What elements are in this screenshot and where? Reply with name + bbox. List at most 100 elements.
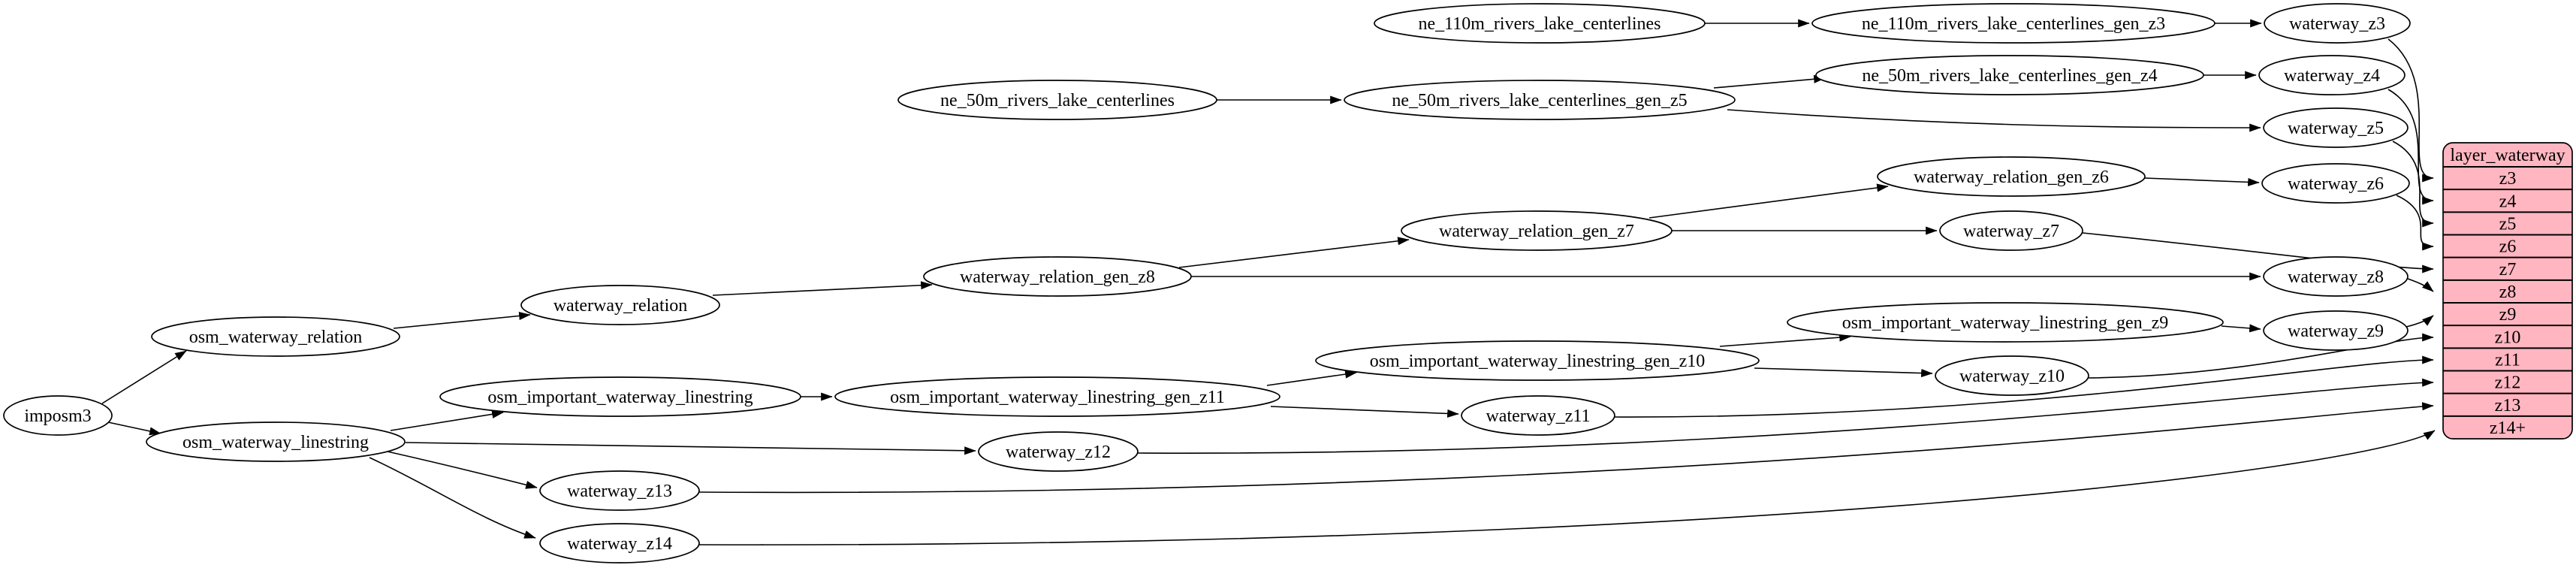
table-row-z3: z3 (2499, 169, 2517, 189)
table-layer-waterway: layer_waterwayz3z4z5z6z7z8z9z10z11z12z13… (2442, 142, 2573, 440)
node-osm_important_waterway_linestring-ellipse (439, 376, 801, 417)
node-waterway_relation_gen_z7-label: waterway_relation_gen_z7 (1439, 222, 1634, 241)
edge-waterway_z4-to-layer_waterway-z4 (2387, 89, 2434, 205)
node-ne_50m_rivers_lake_centerlines_gen_z4: ne_50m_rivers_lake_centerlines_gen_z4 (1815, 55, 2204, 95)
node-waterway_z8: waterway_z8 (2263, 256, 2409, 297)
edge-osm_important_waterway_linestring_gen_z11-to-waterway_z11 (1270, 406, 1459, 418)
node-waterway_z9-label: waterway_z9 (2288, 322, 2384, 341)
node-osm_important_waterway_linestring_gen_z10-label: osm_important_waterway_linestring_gen_z1… (1370, 352, 1706, 371)
table-row-z11: z11 (2495, 350, 2520, 370)
edge-waterway_z6-to-layer_waterway-z6 (2396, 195, 2434, 251)
edge-osm_waterway_linestring-to-waterway_z14 (369, 457, 536, 539)
edge-waterway_z12-to-layer_waterway-z12 (1137, 378, 2434, 454)
node-waterway_z13: waterway_z13 (539, 470, 700, 511)
node-waterway_relation_gen_z7-ellipse (1401, 210, 1673, 251)
node-ne_110m_rivers_lake_centerlines-ellipse (1374, 3, 1706, 44)
node-osm_waterway_relation-ellipse (151, 316, 400, 357)
node-waterway_z4-ellipse (2258, 55, 2406, 95)
edge-waterway_relation_gen_z8-to-waterway_relation_gen_z7 (1178, 237, 1410, 268)
node-waterway_relation_gen_z6: waterway_relation_gen_z6 (1877, 156, 2146, 197)
edge-waterway_z8-to-layer_waterway-z8 (2407, 278, 2434, 292)
node-ne_50m_rivers_lake_centerlines_gen_z5-ellipse (1344, 80, 1736, 120)
node-ne_50m_rivers_lake_centerlines_gen_z4-ellipse (1815, 55, 2204, 95)
table-row-z12: z12 (2495, 373, 2521, 393)
edge-imposm3-to-osm_waterway_relation (101, 350, 187, 404)
edge-waterway_z3-to-layer_waterway-z3 (2387, 38, 2434, 183)
node-waterway_z14-label: waterway_z14 (567, 534, 672, 554)
edge-waterway_relation_gen_z6-to-waterway_z6 (2144, 177, 2260, 186)
table-row-z4: z4 (2499, 192, 2517, 211)
edge-waterway_z11-to-layer_waterway-z11 (1614, 355, 2434, 418)
edges-layer (101, 19, 2436, 545)
node-waterway_relation_gen_z8: waterway_relation_gen_z8 (923, 256, 1192, 297)
node-waterway_z7-label: waterway_z7 (1963, 222, 2059, 241)
node-waterway_z3-label: waterway_z3 (2289, 14, 2385, 34)
node-osm_waterway_linestring-ellipse (146, 421, 406, 462)
node-ne_110m_rivers_lake_centerlines_gen_z3-label: ne_110m_rivers_lake_centerlines_gen_z3 (1862, 14, 2165, 34)
node-waterway_relation-label: waterway_relation (554, 296, 688, 316)
node-osm_important_waterway_linestring_gen_z10-ellipse (1315, 340, 1760, 381)
table-row-z14+: z14+ (2490, 418, 2526, 438)
node-osm_important_waterway_linestring_gen_z11-label: osm_important_waterway_linestring_gen_z1… (890, 388, 1225, 407)
node-ne_50m_rivers_lake_centerlines_gen_z5-label: ne_50m_rivers_lake_centerlines_gen_z5 (1392, 91, 1687, 110)
node-ne_110m_rivers_lake_centerlines: ne_110m_rivers_lake_centerlines (1374, 3, 1706, 44)
node-waterway_relation_gen_z6-label: waterway_relation_gen_z6 (1914, 168, 2109, 187)
edge-osm_important_waterway_linestring_gen_z11-to-osm_important_waterway_linestring_gen_z10 (1266, 370, 1357, 386)
node-osm_important_waterway_linestring_gen_z9-ellipse (1787, 302, 2224, 343)
edge-waterway_relation_gen_z7-to-waterway_relation_gen_z6 (1648, 183, 1889, 219)
node-waterway_z13-label: waterway_z13 (567, 482, 672, 501)
node-waterway_z9: waterway_z9 (2263, 310, 2409, 351)
table-header-layer-waterway: layer_waterway (2450, 146, 2565, 165)
table-row-z13: z13 (2495, 396, 2521, 415)
node-imposm3: imposm3 (3, 395, 113, 436)
edge-ne_50m_rivers_lake_centerlines_gen_z5-to-ne_50m_rivers_lake_centerlines_gen_z4 (1713, 74, 1826, 89)
edge-osm_waterway_linestring-to-osm_important_waterway_linestring (390, 409, 504, 431)
node-waterway_z14-ellipse (539, 523, 700, 563)
node-waterway_relation_gen_z6-ellipse (1877, 156, 2146, 197)
edge-imposm3-to-osm_waterway_linestring (107, 421, 161, 436)
node-ne_50m_rivers_lake_centerlines_gen_z4-label: ne_50m_rivers_lake_centerlines_gen_z4 (1862, 66, 2157, 86)
node-waterway_z8-label: waterway_z8 (2288, 267, 2384, 287)
edge-osm_waterway_linestring-to-waterway_z13 (387, 451, 538, 489)
node-waterway_z6: waterway_z6 (2261, 163, 2410, 204)
node-osm_waterway_relation-label: osm_waterway_relation (189, 328, 363, 347)
node-osm_important_waterway_linestring_gen_z11-ellipse (834, 376, 1280, 417)
edge-osm_important_waterway_linestring_gen_z9-to-waterway_z9 (2221, 324, 2261, 333)
node-ne_50m_rivers_lake_centerlines-label: ne_50m_rivers_lake_centerlines (940, 91, 1175, 110)
node-waterway_relation: waterway_relation (520, 285, 720, 325)
node-osm_important_waterway_linestring_gen_z10: osm_important_waterway_linestring_gen_z1… (1315, 340, 1760, 381)
node-waterway_z6-ellipse (2261, 163, 2410, 204)
node-osm_important_waterway_linestring_gen_z9-label: osm_important_waterway_linestring_gen_z9 (1842, 313, 2169, 333)
node-osm_waterway_linestring-label: osm_waterway_linestring (182, 433, 369, 452)
node-waterway_relation_gen_z8-ellipse (923, 256, 1192, 297)
edge-waterway_z10-to-layer_waterway-z10 (2088, 333, 2434, 379)
node-waterway_z8-ellipse (2263, 256, 2409, 297)
node-osm_waterway_linestring: osm_waterway_linestring (146, 421, 406, 462)
edge-waterway_z14-to-layer_waterway-z14+ (698, 430, 2436, 545)
table-row-z9: z9 (2499, 305, 2517, 325)
node-osm_important_waterway_linestring: osm_important_waterway_linestring (439, 376, 801, 417)
node-waterway_z10: waterway_z10 (1935, 355, 2089, 396)
node-waterway_relation_gen_z7: waterway_relation_gen_z7 (1401, 210, 1673, 251)
node-osm_waterway_relation: osm_waterway_relation (151, 316, 400, 357)
node-waterway_z4-label: waterway_z4 (2284, 66, 2380, 86)
node-osm_important_waterway_linestring_gen_z9: osm_important_waterway_linestring_gen_z9 (1787, 302, 2224, 343)
node-waterway_z7-ellipse (1939, 210, 2083, 251)
table-row-z10: z10 (2495, 328, 2521, 347)
edge-osm_important_waterway_linestring_gen_z10-to-osm_important_waterway_linestring_gen_z9 (1719, 333, 1851, 347)
node-waterway_relation-ellipse (520, 285, 720, 325)
node-imposm3-ellipse (3, 395, 113, 436)
node-waterway_z13-ellipse (539, 470, 700, 511)
node-waterway_z11-label: waterway_z11 (1486, 406, 1590, 426)
node-ne_50m_rivers_lake_centerlines_gen_z5: ne_50m_rivers_lake_centerlines_gen_z5 (1344, 80, 1736, 120)
node-osm_important_waterway_linestring_gen_z11: osm_important_waterway_linestring_gen_z1… (834, 376, 1280, 417)
node-waterway_z10-ellipse (1935, 355, 2089, 396)
node-ne_50m_rivers_lake_centerlines: ne_50m_rivers_lake_centerlines (897, 80, 1217, 120)
node-waterway_z4: waterway_z4 (2258, 55, 2406, 95)
edge-osm_waterway_linestring-to-waterway_z12 (405, 442, 976, 455)
edge-waterway_z9-to-layer_waterway-z9 (2406, 315, 2434, 328)
edge-waterway_relation-to-waterway_relation_gen_z8 (712, 281, 933, 296)
node-waterway_z7: waterway_z7 (1939, 210, 2083, 251)
